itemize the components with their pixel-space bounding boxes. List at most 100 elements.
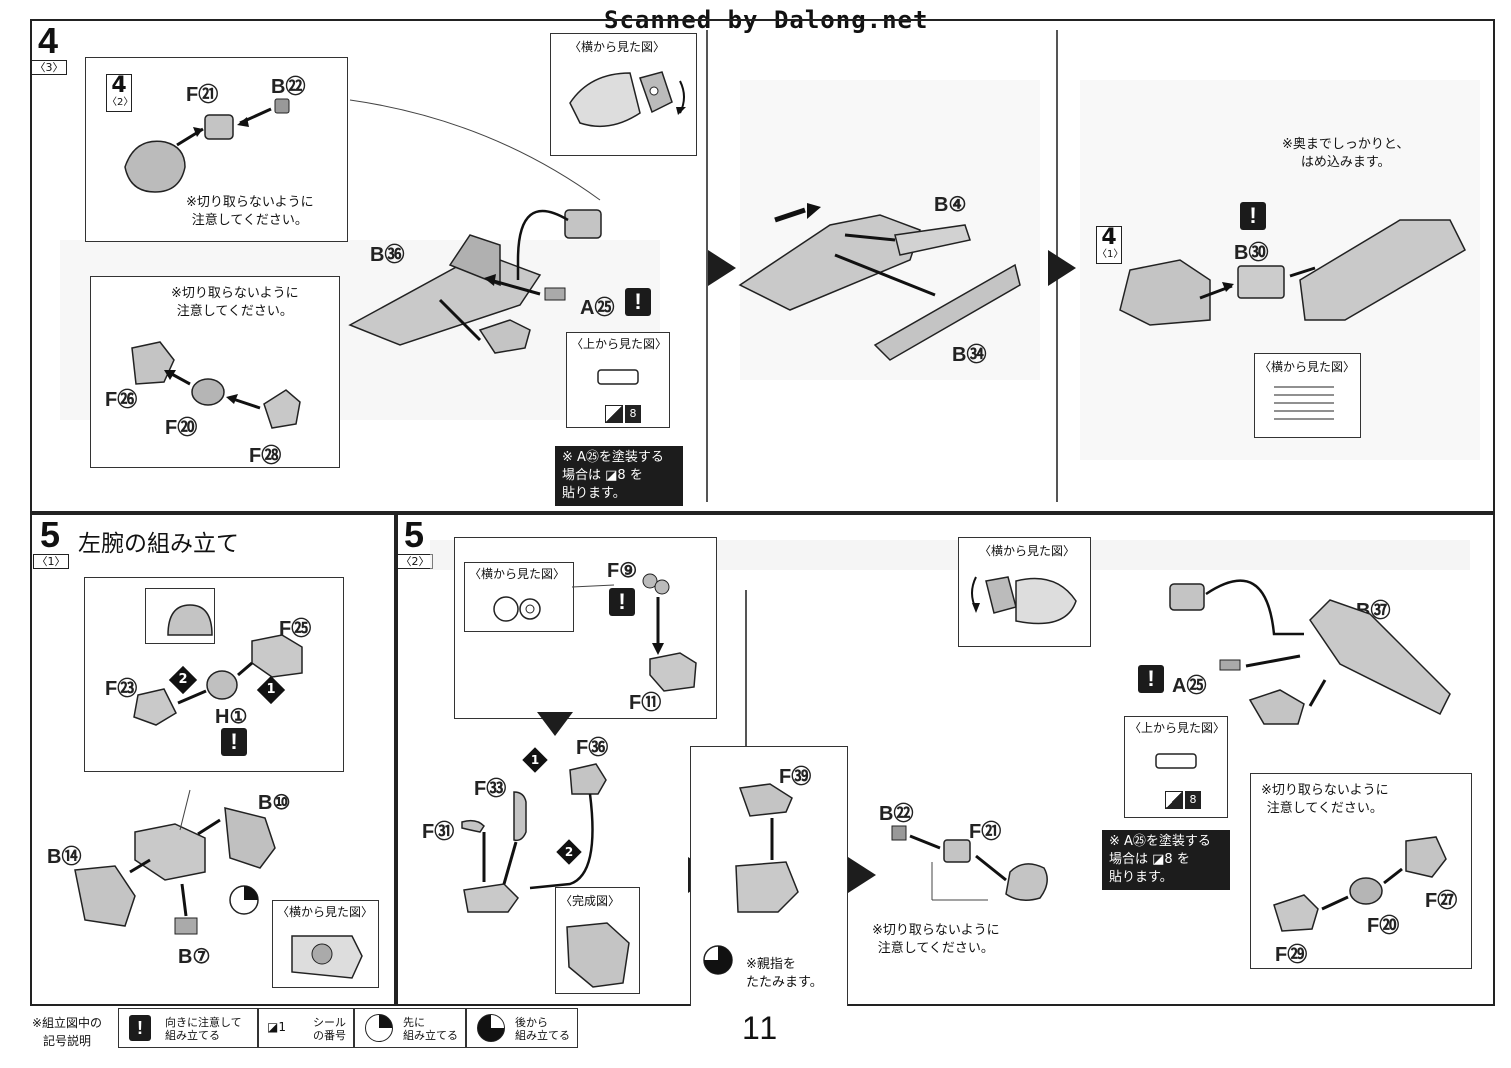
step4-panel — [30, 19, 1495, 513]
step5-2-side-view: 〈横から見た図〉 — [464, 562, 574, 632]
side-view-drawing — [971, 576, 1077, 625]
part-label: A㉕ — [580, 297, 615, 319]
legend-item-direction: ! 向きに注意して 組み立てる — [118, 1008, 258, 1048]
part-label: F㉘ — [249, 445, 282, 467]
part-label: B㉞ — [952, 344, 987, 366]
view-label: 〈横から見た図〉 — [979, 544, 1076, 558]
panel-divider — [706, 30, 708, 502]
legend-text: 先に 組み立てる — [403, 1016, 458, 1042]
sticker-number: 8 — [625, 405, 641, 423]
view-label: 〈上から見た図〉 — [1129, 721, 1226, 735]
order-number: 2 — [178, 672, 188, 687]
part-label: F㊱ — [576, 737, 609, 759]
part-label: B㊱ — [370, 244, 405, 266]
view-label: 〈横から見た図〉 — [277, 905, 374, 919]
step4-inset2-drawing — [131, 341, 301, 429]
part-label: F⑳ — [165, 417, 198, 439]
side-view-drawing — [569, 71, 686, 128]
part-label: B⑦ — [178, 946, 211, 968]
panel-divider — [745, 590, 747, 750]
part-label: B⑩ — [258, 792, 291, 814]
caution-note: ※奥までしっかりと、 はめ込みます。 — [1282, 137, 1410, 170]
part-label: F㉝ — [474, 778, 507, 800]
step4-inset1-drawing — [124, 98, 290, 193]
later-assemble-icon — [477, 1014, 505, 1042]
step5-1-sub: 〈1〉 — [33, 554, 69, 569]
caution-note: ※切り取らないように 注意してください。 — [171, 286, 299, 319]
sticker-icon — [1165, 791, 1183, 809]
direction-warning-icon: ! — [625, 288, 651, 316]
direction-warning-icon: ! — [609, 588, 635, 616]
order-number: 1 — [530, 753, 540, 767]
paint-note: ※ A㉕を塗装する 場合は ◪8 を 貼ります。 — [1102, 830, 1230, 890]
ref-step-sub: 〈2〉 — [107, 97, 134, 108]
part-label: B㉒ — [271, 76, 306, 98]
page-number: 11 — [742, 1010, 780, 1046]
step5-2-number: 5 — [403, 514, 425, 555]
legend-item-first: 先に 組み立てる — [354, 1008, 466, 1048]
flow-arrow — [708, 250, 736, 286]
legend-heading: ※組立図中の 記号説明 — [32, 1016, 103, 1048]
part-label: F㉛ — [422, 821, 455, 843]
step5-2-right-drawing — [1169, 579, 1451, 725]
caution-note: ※切り取らないように 注意してください。 — [872, 923, 1000, 956]
part-label: F㉗ — [1425, 890, 1458, 912]
legend-item-sticker: ◪1 シール の番号 — [258, 1008, 354, 1048]
step4-inset-shoulder: 4 〈2〉 F㉑ B㉒ ※切り取らないように 注意してください。 — [85, 57, 348, 242]
caution-note: ※切り取らないように 注意してください。 — [186, 195, 314, 228]
step4-inset-hand: ※切り取らないように 注意してください。 F㉖ F⑳ F㉘ — [90, 276, 340, 468]
step5-2-panel — [396, 513, 1495, 1006]
sticker-icon: ◪1 — [267, 1020, 286, 1034]
step5-1-number: 5 — [39, 514, 61, 555]
thumb-drawing — [703, 783, 799, 975]
part-label: H① — [215, 706, 248, 728]
part-label: F㉖ — [105, 389, 138, 411]
step5-1-panel — [30, 513, 396, 1006]
step5-1-inset-drawing — [133, 604, 303, 726]
down-arrow-icon — [537, 712, 573, 736]
complete-hand-drawing — [566, 922, 630, 988]
step5-2-hand-inset: ※切り取らないように 注意してください。 F㉗ F⑳ F㉙ — [1250, 773, 1472, 969]
first-assemble-icon — [365, 1014, 393, 1042]
side-view-drawing — [291, 935, 363, 979]
step4-main-drawing — [348, 209, 602, 354]
top-view-drawing — [1155, 753, 1197, 769]
order-number: 1 — [266, 682, 276, 697]
direction-warning-icon: ! — [1240, 202, 1266, 230]
paint-note: ※ A㉕を塗装する 場合は ◪8 を 貼ります。 — [555, 446, 683, 506]
part-label: A㉕ — [1172, 675, 1207, 697]
part-label: F⑳ — [1367, 915, 1400, 937]
step4-number: 4 — [37, 20, 59, 61]
warning-icon: ! — [129, 1015, 151, 1041]
step5-2-sub: 〈2〉 — [397, 554, 433, 569]
step4-right-drawing — [1119, 219, 1466, 326]
part-label: F㉓ — [105, 678, 138, 700]
part-label: F㊴ — [779, 766, 812, 788]
legend-text: 後から 組み立てる — [515, 1016, 570, 1042]
step5-1-title: 左腕の組み立て — [78, 531, 239, 557]
part-label: B④ — [934, 194, 967, 216]
flow-arrow — [848, 857, 876, 893]
part-label: F㉑ — [969, 821, 1002, 843]
legend-item-later: 後から 組み立てる — [466, 1008, 578, 1048]
legend-text: シール の番号 — [313, 1016, 346, 1042]
part-label: F⑨ — [607, 560, 638, 582]
flow-arrow — [1048, 250, 1076, 286]
view-label: 〈横から見た図〉 — [569, 40, 666, 54]
sticker-icon — [605, 405, 623, 423]
sticker-number: 8 — [1185, 791, 1201, 809]
part-label: B㉚ — [1234, 242, 1269, 264]
step5-2-inset-drawing — [493, 573, 697, 692]
ref-step-number: 4 — [1101, 225, 1117, 250]
ref-step-box: 4 〈2〉 — [106, 73, 134, 112]
view-label: 〈横から見た図〉 — [469, 567, 566, 581]
step5-1-main-drawing — [74, 789, 276, 935]
fist-drawing — [891, 825, 1048, 901]
view-label: 〈横から見た図〉 — [1259, 360, 1356, 374]
callout-lines — [349, 99, 601, 201]
direction-warning-icon: ! — [1138, 665, 1164, 693]
part-label: F㉙ — [1275, 944, 1308, 966]
legend-text: 向きに注意して 組み立てる — [165, 1016, 242, 1042]
stripes-drawing — [1274, 386, 1334, 420]
ref-step-number: 4 — [111, 73, 127, 98]
